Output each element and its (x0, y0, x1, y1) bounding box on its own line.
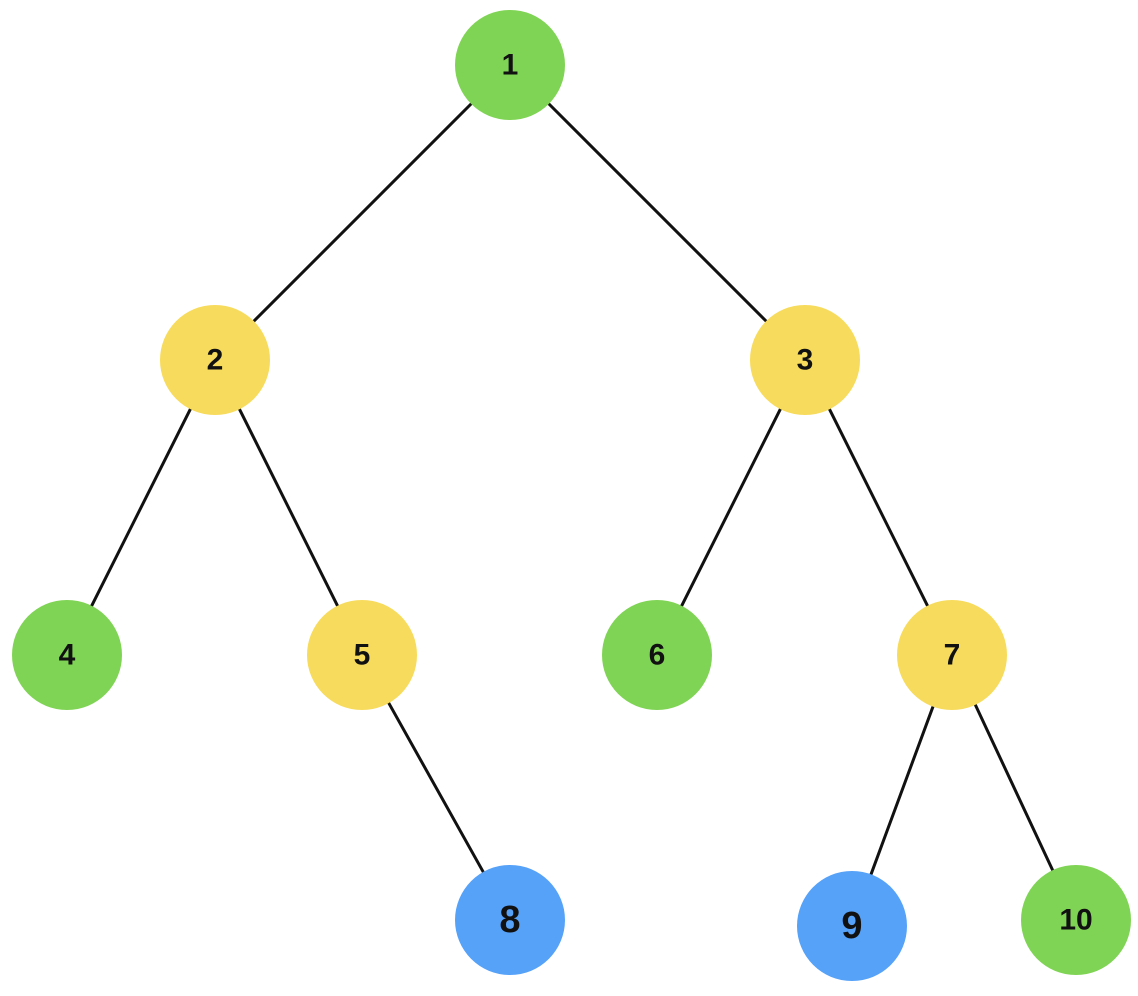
node-label-5: 5 (354, 639, 371, 672)
edge-2-5 (237, 405, 340, 610)
node-label-9: 9 (841, 905, 862, 947)
tree-node-3: 3 (750, 305, 860, 415)
tree-node-6: 6 (602, 600, 712, 710)
edges-layer (89, 101, 1055, 878)
edge-2-4 (89, 405, 193, 610)
tree-node-7: 7 (897, 600, 1007, 710)
node-circle-4 (12, 600, 122, 710)
node-label-1: 1 (502, 49, 519, 82)
nodes-layer: 1 2 3 4 5 6 7 8 9 10 (12, 10, 1131, 981)
edge-5-8 (386, 699, 486, 876)
node-circle-5 (307, 600, 417, 710)
tree-node-10: 10 (1021, 865, 1131, 975)
node-label-6: 6 (649, 639, 666, 672)
tree-node-1: 1 (455, 10, 565, 120)
node-label-10: 10 (1059, 904, 1092, 937)
node-label-3: 3 (797, 344, 814, 377)
tree-node-4: 4 (12, 600, 122, 710)
node-circle-7 (897, 600, 1007, 710)
node-circle-9 (797, 871, 907, 981)
edge-3-6 (679, 405, 783, 610)
node-label-4: 4 (59, 639, 76, 672)
node-label-7: 7 (944, 639, 961, 672)
edge-1-3 (546, 101, 769, 324)
node-circle-1 (455, 10, 565, 120)
tree-node-5: 5 (307, 600, 417, 710)
node-circle-6 (602, 600, 712, 710)
node-circle-2 (160, 305, 270, 415)
node-label-2: 2 (207, 344, 224, 377)
edge-1-2 (251, 101, 474, 324)
node-label-8: 8 (499, 899, 520, 941)
edge-3-7 (827, 405, 930, 610)
node-circle-3 (750, 305, 860, 415)
tree-node-2: 2 (160, 305, 270, 415)
edge-7-10 (973, 701, 1055, 874)
node-circle-8 (455, 865, 565, 975)
tree-node-8: 8 (455, 865, 565, 975)
tree-node-9: 9 (797, 871, 907, 981)
node-circle-10 (1021, 865, 1131, 975)
edge-7-9 (868, 703, 936, 878)
